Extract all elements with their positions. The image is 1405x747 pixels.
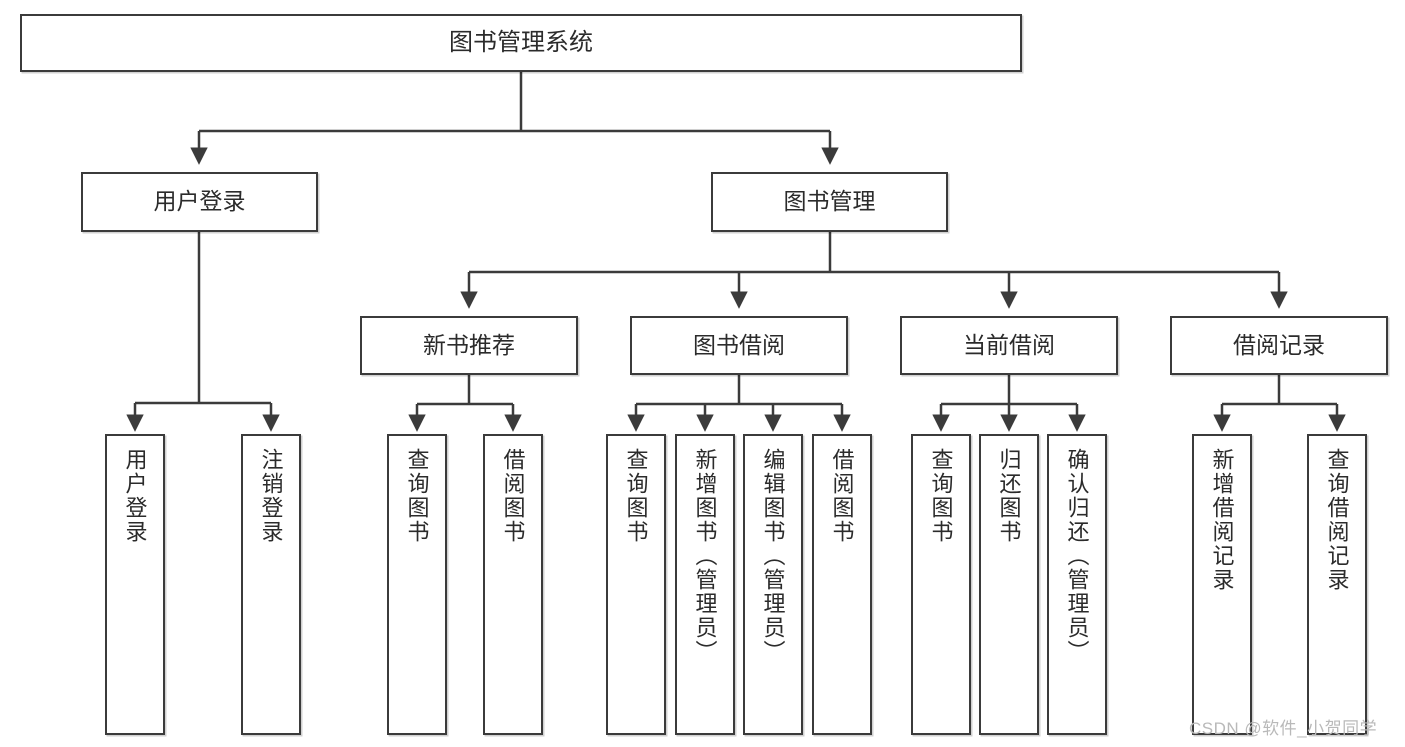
leaf-borrow-add-book[interactable]: 新增图书（管理员）	[675, 434, 735, 735]
node-book-borrow[interactable]: 图书借阅	[630, 316, 848, 375]
leaf-record-query[interactable]: 查询借阅记录	[1307, 434, 1367, 735]
leaf-recommend-borrow-book[interactable]: 借阅图书	[483, 434, 543, 735]
leaf-recommend-query-book[interactable]: 查询图书	[387, 434, 447, 735]
leaf-user-login-signin-label: 用户登录	[122, 448, 148, 544]
leaf-current-query-book[interactable]: 查询图书	[911, 434, 971, 735]
node-root[interactable]: 图书管理系统	[20, 14, 1022, 72]
node-borrow-record[interactable]: 借阅记录	[1170, 316, 1388, 375]
leaf-current-confirm-return-label: 确认归还（管理员）	[1064, 448, 1090, 664]
leaf-borrow-query-book-label: 查询图书	[623, 448, 649, 544]
leaf-current-return-book[interactable]: 归还图书	[979, 434, 1039, 735]
leaf-borrow-edit-book[interactable]: 编辑图书（管理员）	[743, 434, 803, 735]
leaf-current-return-book-label: 归还图书	[996, 448, 1022, 544]
leaf-record-query-label: 查询借阅记录	[1324, 448, 1350, 592]
node-current-borrow[interactable]: 当前借阅	[900, 316, 1118, 375]
node-borrow-record-label: 借阅记录	[1233, 331, 1325, 358]
leaf-recommend-query-book-label: 查询图书	[404, 448, 430, 544]
leaf-user-login-signin[interactable]: 用户登录	[105, 434, 165, 735]
node-book-borrow-label: 图书借阅	[693, 331, 785, 358]
leaf-record-add[interactable]: 新增借阅记录	[1192, 434, 1252, 735]
node-new-book-recommend-label: 新书推荐	[423, 331, 515, 358]
leaf-recommend-borrow-book-label: 借阅图书	[500, 448, 526, 544]
leaf-borrow-edit-book-label: 编辑图书（管理员）	[760, 448, 786, 664]
node-user-login-label: 用户登录	[153, 188, 246, 215]
leaf-user-login-signout[interactable]: 注销登录	[241, 434, 301, 735]
leaf-record-add-label: 新增借阅记录	[1209, 448, 1235, 592]
leaf-current-query-book-label: 查询图书	[928, 448, 954, 544]
leaf-borrow-add-book-label: 新增图书（管理员）	[692, 448, 718, 664]
leaf-user-login-signout-label: 注销登录	[258, 448, 284, 544]
node-user-login[interactable]: 用户登录	[81, 172, 318, 232]
node-current-borrow-label: 当前借阅	[963, 331, 1055, 358]
watermark: CSDN @软件_小贺同学	[1189, 719, 1378, 738]
node-book-management-label: 图书管理	[783, 188, 876, 215]
node-book-management[interactable]: 图书管理	[711, 172, 948, 232]
leaf-current-confirm-return[interactable]: 确认归还（管理员）	[1047, 434, 1107, 735]
leaf-borrow-borrow-book[interactable]: 借阅图书	[812, 434, 872, 735]
node-new-book-recommend[interactable]: 新书推荐	[360, 316, 578, 375]
node-root-label: 图书管理系统	[449, 28, 593, 56]
leaf-borrow-borrow-book-label: 借阅图书	[829, 448, 855, 544]
leaf-borrow-query-book[interactable]: 查询图书	[606, 434, 666, 735]
